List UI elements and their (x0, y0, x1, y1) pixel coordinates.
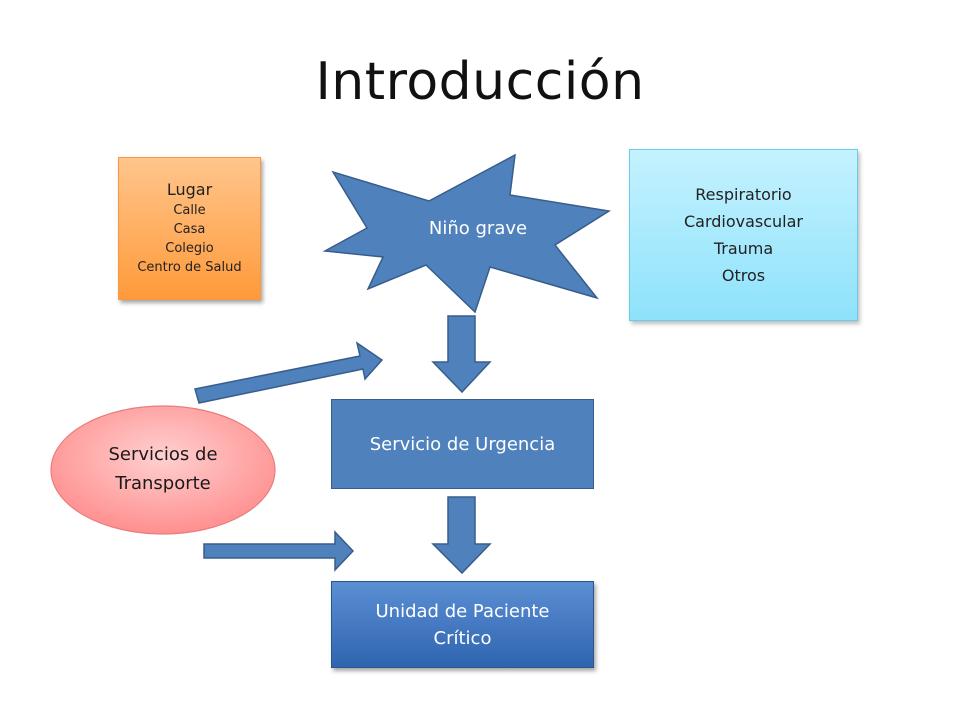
slide-title: Introducción (315, 52, 645, 112)
causa-item: Cardiovascular (683, 212, 804, 231)
upc-label-line1: Unidad de Paciente (375, 600, 550, 622)
nino-grave-label: Niño grave (428, 218, 528, 239)
arrow-transporte-to-upc (203, 530, 355, 572)
transporte-label: Servicios de Transporte (52, 440, 274, 498)
causas-box: Respiratorio Cardiovascular Trauma Otros (629, 149, 858, 321)
servicio-urgencia-label: Servicio de Urgencia (369, 433, 556, 455)
causa-item: Respiratorio (695, 185, 792, 204)
lugar-item: Casa (173, 222, 206, 237)
lugar-item: Colegio (165, 241, 214, 256)
servicio-urgencia-box: Servicio de Urgencia (331, 399, 594, 489)
causa-item: Otros (721, 266, 766, 285)
transporte-label-line2: Transporte (115, 473, 211, 494)
lugar-box: Lugar Calle Casa Colegio Centro de Salud (118, 157, 261, 300)
arrow-transporte-to-nino (194, 341, 384, 404)
transporte-oval (50, 405, 276, 535)
unidad-paciente-critico-box: Unidad de Paciente Crítico (331, 581, 594, 668)
arrow-down-1 (431, 315, 492, 394)
upc-label-line2: Crítico (433, 627, 492, 649)
lugar-heading: Lugar (166, 180, 213, 199)
causa-item: Trauma (713, 239, 774, 258)
lugar-item: Centro de Salud (137, 260, 242, 275)
lugar-item: Calle (173, 203, 206, 218)
transporte-label-line1: Servicios de (108, 444, 218, 465)
nino-grave-burst (322, 153, 612, 314)
arrow-down-2 (431, 496, 492, 575)
